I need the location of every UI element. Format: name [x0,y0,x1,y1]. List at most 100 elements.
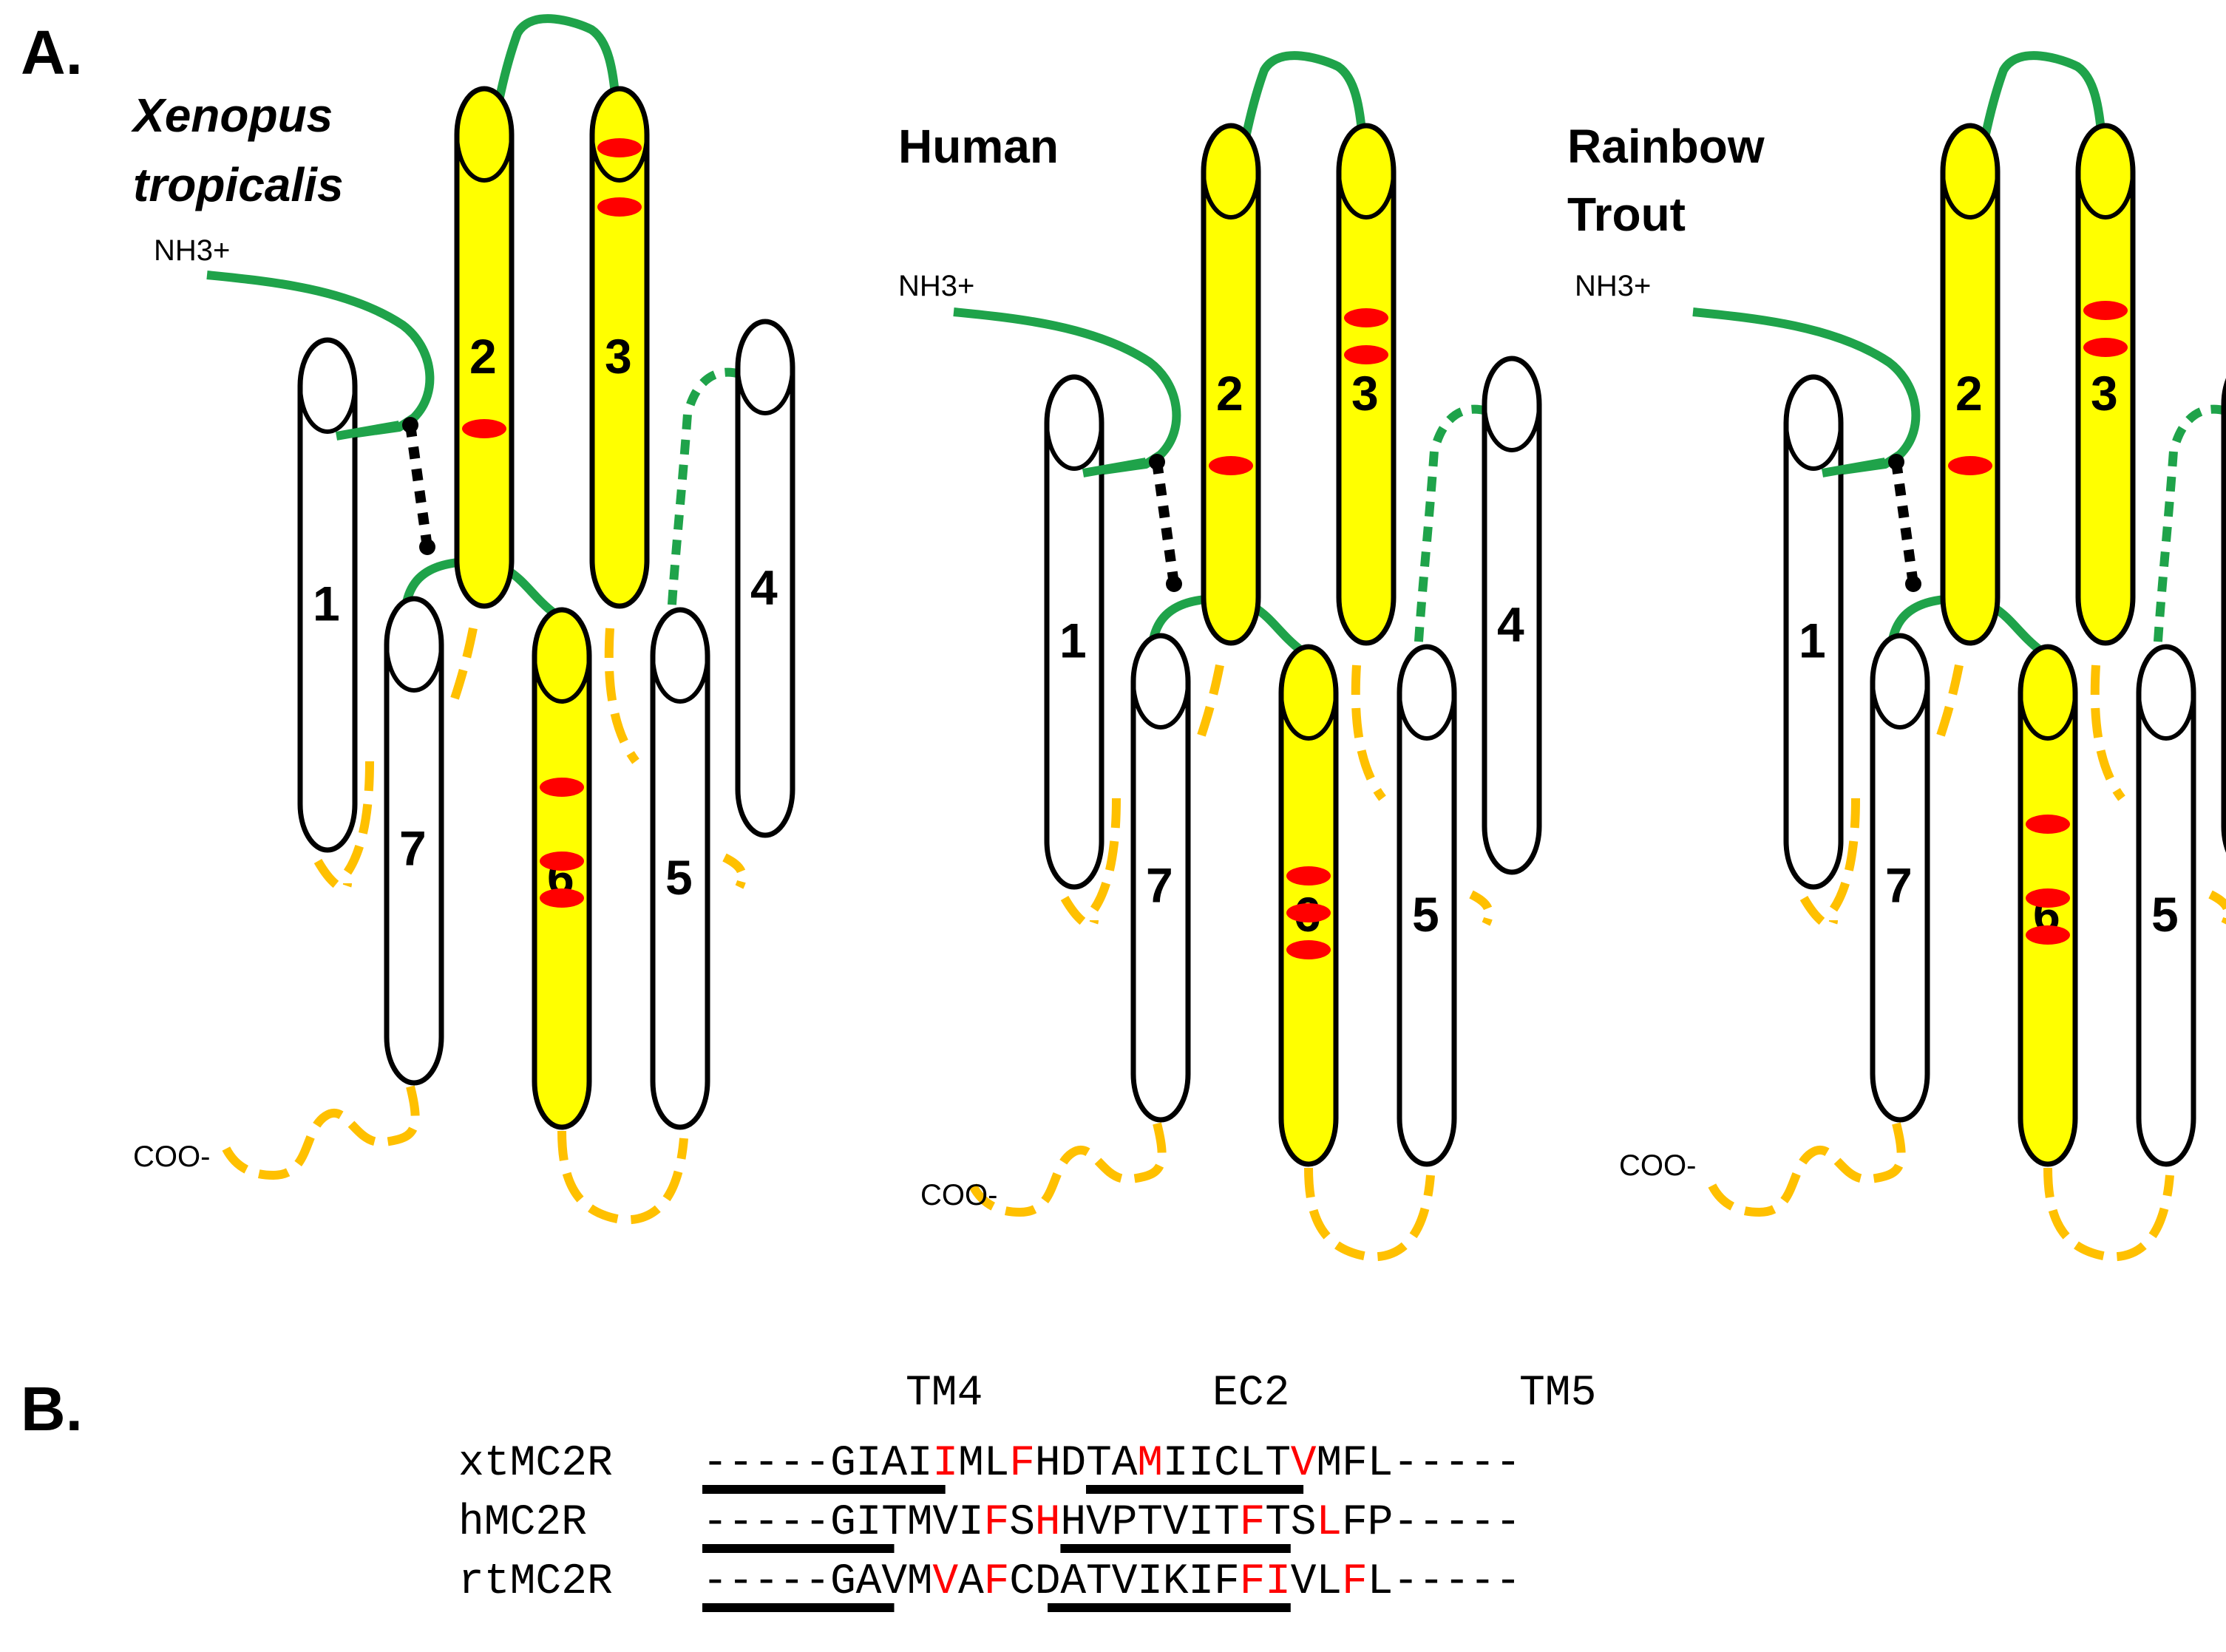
ic2-loop [1933,664,1964,748]
helix-number: 2 [469,329,497,384]
ic-loop [1351,664,1386,801]
helix-number: 3 [1351,366,1379,421]
helix-number: 1 [1059,613,1087,668]
helix-number: 3 [605,329,632,384]
helix-2: 2 [1940,123,2001,646]
helix-3: 3 [1336,123,1397,646]
disulfide-dot [1149,454,1165,470]
region-label-tm5: TM5 [1519,1370,1596,1418]
transmembrane-bar [1060,1544,1291,1553]
ic1-loop [1799,798,1860,930]
c-terminus-label: COO- [920,1179,997,1211]
variant-residue-marker [540,852,584,871]
helix-6: 6 [1278,644,1339,1167]
n-terminus-label: NH3+ [898,270,974,302]
helix-7: 7 [384,596,444,1086]
helix-number: 7 [1146,857,1173,912]
helix-number: 5 [665,850,693,905]
variant-residue-marker [1344,345,1388,364]
sequence-rtMC2R: -----GAVMVAFCDATVIKIFFIVLFL----- [702,1558,1521,1606]
region-label-tm4: TM4 [906,1370,983,1418]
ic1-loop [313,761,374,893]
helix-2: 2 [1201,123,1261,646]
variant-residue-marker [1286,903,1331,922]
sequence-name: xtMC2R [458,1440,613,1488]
c-terminal-tail [964,1122,1167,1217]
variant-residue-marker [2026,888,2070,908]
helix-4: 4 [2221,378,2226,853]
ic2-loop [447,627,478,711]
n-terminal-loop [206,271,435,441]
ic3-loop [557,1130,688,1225]
variant-residue-marker [540,778,584,797]
helix-number: 2 [1955,366,1983,421]
helix-4: 4 [735,319,795,838]
helix-1: 1 [1044,374,1104,890]
disulfide-dot [402,417,418,433]
helix-2: 2 [454,86,515,609]
disulfide-dot [419,539,435,555]
variant-residue-marker [1209,456,1253,475]
helix-number: 2 [1216,366,1243,421]
transmembrane-bar [1086,1485,1304,1494]
sequence-xtMC2R: -----GIAIIMLFHDTAMIICLTVMFL----- [702,1440,1521,1488]
variant-residue-marker [597,197,642,217]
species-name: Rainbow [1567,120,1765,173]
helix-number: 4 [750,560,778,614]
helix-5: 5 [650,607,710,1130]
ic-loop-short [722,853,747,889]
ic-loop-short [2208,890,2226,925]
helix-number: 1 [1799,613,1826,668]
disulfide-dot [1888,454,1904,470]
transmembrane-bar [1048,1603,1291,1612]
ic2-loop [1193,664,1224,748]
n-terminus-label: NH3+ [1575,270,1651,302]
helix-3: 3 [589,86,650,609]
helix-5: 5 [2136,644,2196,1167]
disulfide-dot [1905,576,1921,592]
variant-residue-marker [1948,456,1992,475]
helix-number: 7 [399,820,427,875]
ic1-loop [1060,798,1121,930]
helix-number: 1 [313,577,340,631]
variant-residue-marker [2083,301,2128,320]
variant-residue-marker [597,138,642,157]
receptor-human: Human1234567NH3+COO- [898,51,1542,1262]
ic3-loop [2043,1167,2174,1262]
helix-7: 7 [1870,633,1930,1123]
panel-a-label: A. [21,18,83,87]
helix-number: 3 [2091,366,2118,421]
helix-7: 7 [1130,633,1191,1123]
species-name: Xenopus [131,89,333,142]
disulfide-bond [1891,461,1918,585]
disulfide-dot [1166,576,1182,592]
transmembrane-bar [702,1603,895,1612]
c-terminal-tail [1703,1122,1906,1217]
variant-residue-marker [2083,338,2128,357]
variant-residue-marker [1286,940,1331,959]
helix-number: 5 [2151,887,2179,942]
ic-loop [2090,664,2125,801]
variant-residue-marker [540,888,584,908]
helix-1: 1 [1783,374,1844,890]
helix-6: 6 [532,607,592,1130]
helix-number: 4 [1497,596,1524,651]
variant-residue-marker [2026,815,2070,834]
c-terminus-label: COO- [1619,1149,1696,1182]
helix-number: 5 [1412,887,1439,942]
c-terminus-label: COO- [133,1141,210,1173]
helix-5: 5 [1397,644,1457,1167]
variant-residue-marker [1286,866,1331,886]
transmembrane-bar [702,1485,946,1494]
region-label-ec2: EC2 [1212,1370,1289,1418]
helix-number: 7 [1885,857,1913,912]
ic-loop [604,628,639,764]
sequence-hMC2R: -----GITMVIFSHHVPTVITFTSLFP----- [702,1499,1521,1547]
helix-3: 3 [2075,123,2136,646]
sequence-name: hMC2R [458,1499,587,1547]
panel-b-label: B. [21,1374,83,1444]
helix-4: 4 [1482,356,1542,875]
